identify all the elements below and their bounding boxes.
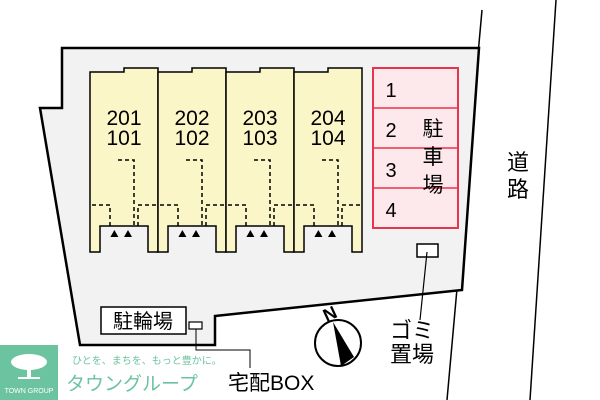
- parking-dividers: [373, 107, 458, 189]
- entrance-marker: [124, 230, 132, 237]
- unit-outline: [89, 67, 159, 253]
- logo-badge-text: TOWN GROUP: [5, 388, 54, 395]
- unit-upper-number: 204: [310, 107, 345, 130]
- unit-outline: [157, 67, 227, 253]
- parking-label-1: 駐: [423, 118, 444, 141]
- delivery-box-label: 宅配BOX: [228, 372, 314, 395]
- unit-lower-number: 103: [242, 127, 277, 150]
- garbage-label-2: 置場: [390, 342, 434, 367]
- road-label-2: 路: [507, 177, 529, 202]
- logo-name: タウングループ: [66, 373, 198, 395]
- unit-upper-number: 202: [174, 107, 209, 130]
- garbage-leader-line: [419, 251, 428, 321]
- tree-icon: [11, 354, 47, 379]
- entrance-marker: [178, 230, 187, 237]
- unit-upper-number: 201: [106, 107, 141, 130]
- bicycle-parking-label: 駐輪場: [113, 310, 173, 333]
- unit-interior-lines: [296, 159, 360, 226]
- unit-interior-lines: [160, 159, 224, 226]
- entrance-marker: [260, 230, 268, 237]
- unit-interior-lines: [92, 159, 156, 226]
- bicycle-parking-box: [100, 306, 187, 335]
- road-edge-right: [529, 0, 557, 400]
- delivery-box: [188, 321, 203, 330]
- entrance-marker: [110, 230, 119, 237]
- parking-space-1: 1: [385, 80, 396, 102]
- unit-upper-number: 203: [242, 107, 277, 130]
- entrance-marker: [192, 230, 200, 237]
- parking-space-4: 4: [385, 200, 396, 222]
- road-label-1: 道: [507, 150, 529, 175]
- entrance-marker: [328, 230, 336, 237]
- parking-space-2: 2: [385, 120, 396, 142]
- unit-outline: [293, 67, 363, 253]
- parking-label-3: 場: [423, 174, 444, 197]
- unit-lower-number: 101: [106, 127, 141, 150]
- garbage-box: [416, 243, 439, 258]
- parking-space-3: 3: [385, 160, 396, 182]
- entrance-marker: [246, 230, 255, 237]
- unit-lower-number: 104: [310, 127, 345, 150]
- compass-icon: N: [314, 302, 362, 367]
- delivery-box-leader-line: [195, 329, 251, 368]
- logo-tagline: ひとを、まちを、もっと豊かに。: [72, 354, 222, 367]
- garbage-label-1: ゴミ: [390, 318, 434, 343]
- parking-label-2: 車: [423, 146, 444, 169]
- unit-interior-lines: [228, 159, 292, 226]
- entrance-marker: [314, 230, 323, 237]
- unit-outline: [225, 67, 295, 253]
- unit-lower-number: 102: [174, 127, 209, 150]
